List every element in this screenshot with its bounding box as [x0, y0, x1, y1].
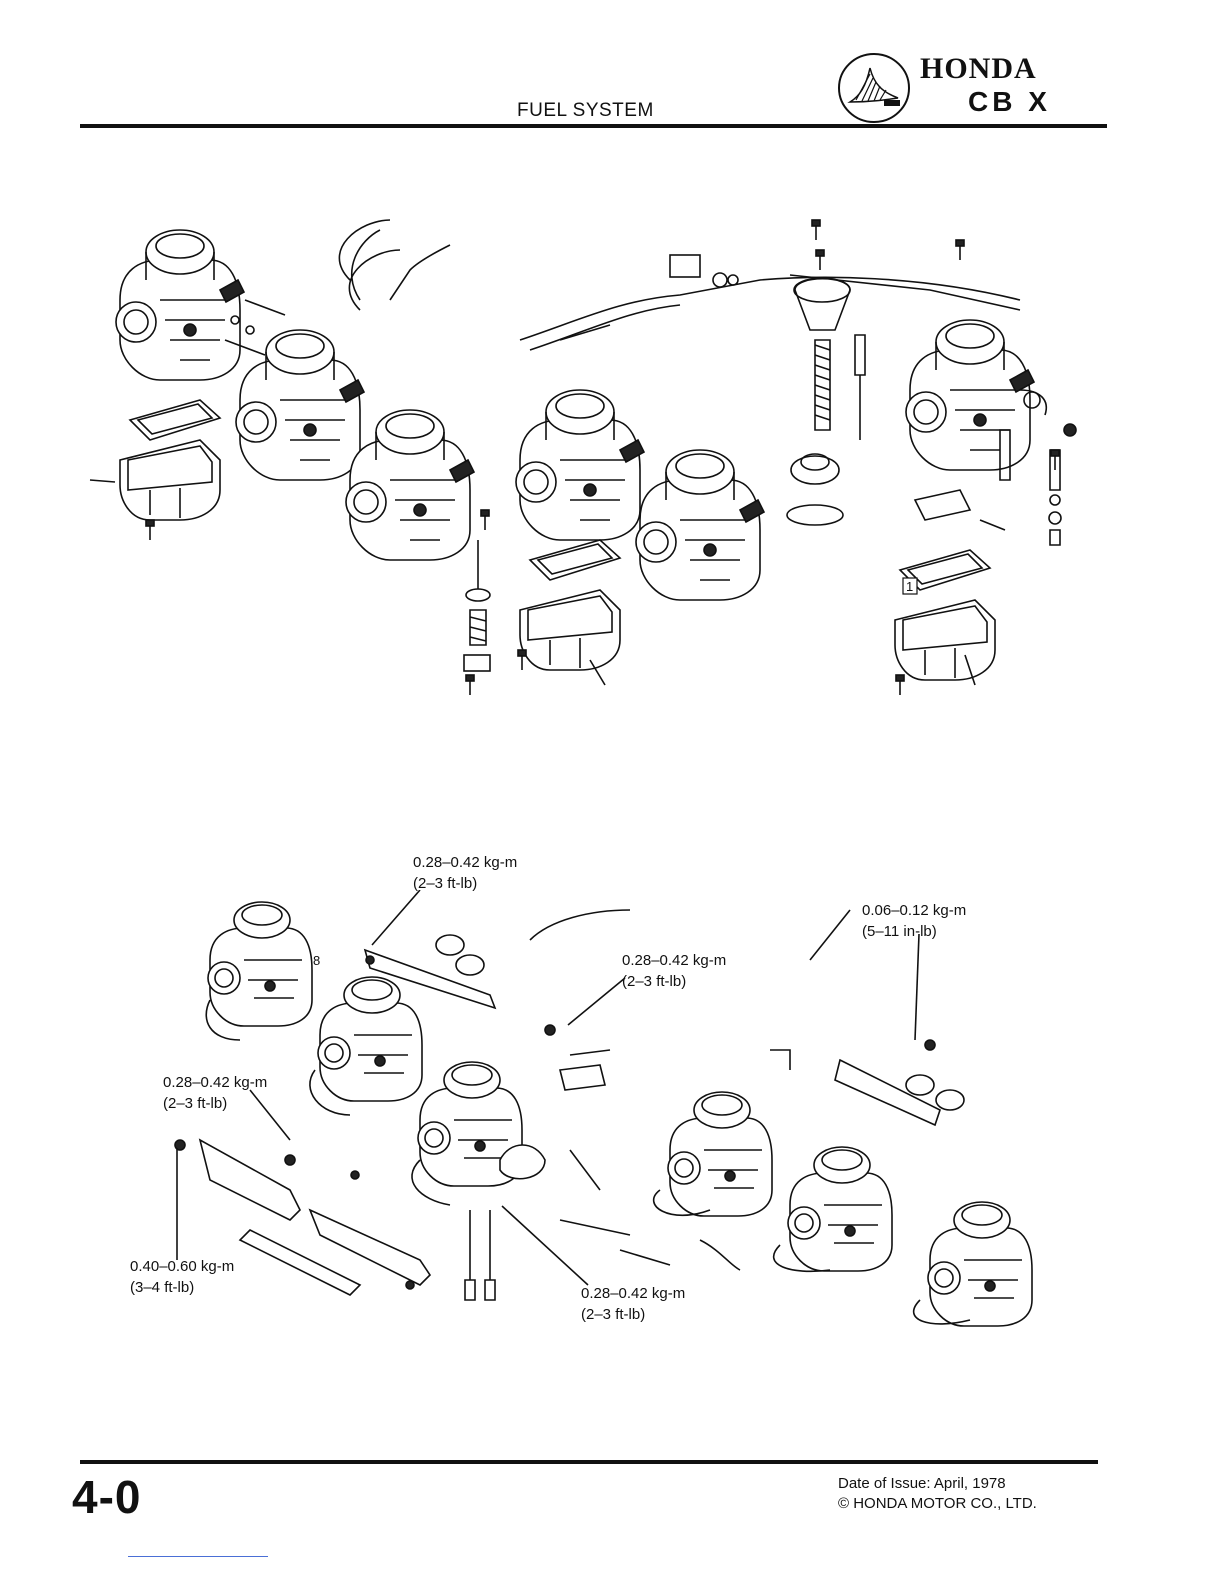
model-name: CB X [968, 86, 1051, 118]
copyright: © HONDA MOTOR CO., LTD. [838, 1494, 1037, 1514]
torque-spec-left: 0.28–0.42 kg-m (2–3 ft-lb) [163, 1072, 267, 1114]
torque-spec-middle: 0.28–0.42 kg-m (2–3 ft-lb) [622, 950, 726, 992]
section-title: FUEL SYSTEM [517, 100, 654, 122]
scan-edge-mark [128, 1556, 268, 1557]
header-rule [80, 124, 1107, 128]
torque-spec-metric: 0.28–0.42 kg-m [413, 852, 517, 873]
date-of-issue: Date of Issue: April, 1978 [838, 1474, 1037, 1494]
torque-spec-imperial: (2–3 ft-lb) [163, 1093, 267, 1114]
honda-wing-icon [836, 50, 912, 126]
torque-spec-imperial: (5–11 in-lb) [862, 921, 966, 942]
torque-spec-metric: 0.40–0.60 kg-m [130, 1256, 234, 1277]
page-number: 4-0 [72, 1470, 141, 1524]
torque-spec-imperial: (2–3 ft-lb) [581, 1304, 685, 1325]
torque-spec-imperial: (2–3 ft-lb) [413, 873, 517, 894]
upper-exploded-diagram: 1 [60, 180, 1170, 720]
torque-spec-imperial: (3–4 ft-lb) [130, 1277, 234, 1298]
lower-callout-8: 8 [313, 953, 320, 968]
torque-spec-bottom-center: 0.28–0.42 kg-m (2–3 ft-lb) [581, 1283, 685, 1325]
torque-spec-top-center: 0.28–0.42 kg-m (2–3 ft-lb) [413, 852, 517, 894]
lower-exploded-diagram: 8 [150, 890, 1050, 1350]
torque-spec-metric: 0.28–0.42 kg-m [581, 1283, 685, 1304]
footer-rule [80, 1460, 1098, 1464]
torque-spec-metric: 0.28–0.42 kg-m [622, 950, 726, 971]
brand-name: HONDA [920, 52, 1037, 86]
torque-spec-top-right: 0.06–0.12 kg-m (5–11 in-lb) [862, 900, 966, 942]
torque-spec-imperial: (2–3 ft-lb) [622, 971, 726, 992]
footer-info: Date of Issue: April, 1978 © HONDA MOTOR… [838, 1474, 1037, 1514]
torque-spec-bottom-left: 0.40–0.60 kg-m (3–4 ft-lb) [130, 1256, 234, 1298]
callout-label-1: 1 [906, 579, 913, 594]
torque-spec-metric: 0.28–0.42 kg-m [163, 1072, 267, 1093]
torque-spec-metric: 0.06–0.12 kg-m [862, 900, 966, 921]
